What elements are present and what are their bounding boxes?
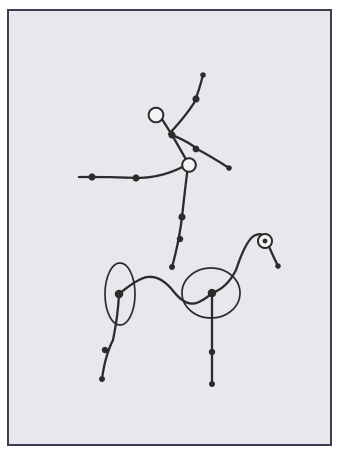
figure-frame [7,9,332,446]
lower-shoulder-joint [115,290,124,299]
upper-knee-back-joint [132,174,139,181]
upper-hand-joint [226,165,232,171]
upper-wrist-joint [193,146,200,153]
lower-nose-joint [275,263,281,269]
upper-head-joint [149,108,164,123]
lower-hip-joint [208,289,217,298]
figure-background [9,11,330,444]
upper-arm-tip-joint [200,72,206,78]
upper-shin-joint [177,236,183,242]
lower-front-foot-joint [99,376,105,382]
upper-torso-joint [168,131,175,138]
upper-foot-front-joint [169,264,175,270]
upper-foot-back-joint [88,173,95,180]
upper-elbow-joint [192,95,199,102]
lower-rear-knee-joint [209,349,215,355]
lower-front-knee-joint [102,347,108,353]
upper-knee-front-joint [178,213,185,220]
stick-figure-diagram [9,11,330,444]
lower-eye-dot [263,239,268,244]
lower-rear-foot-joint [209,381,215,387]
upper-hip-joint [182,158,196,172]
